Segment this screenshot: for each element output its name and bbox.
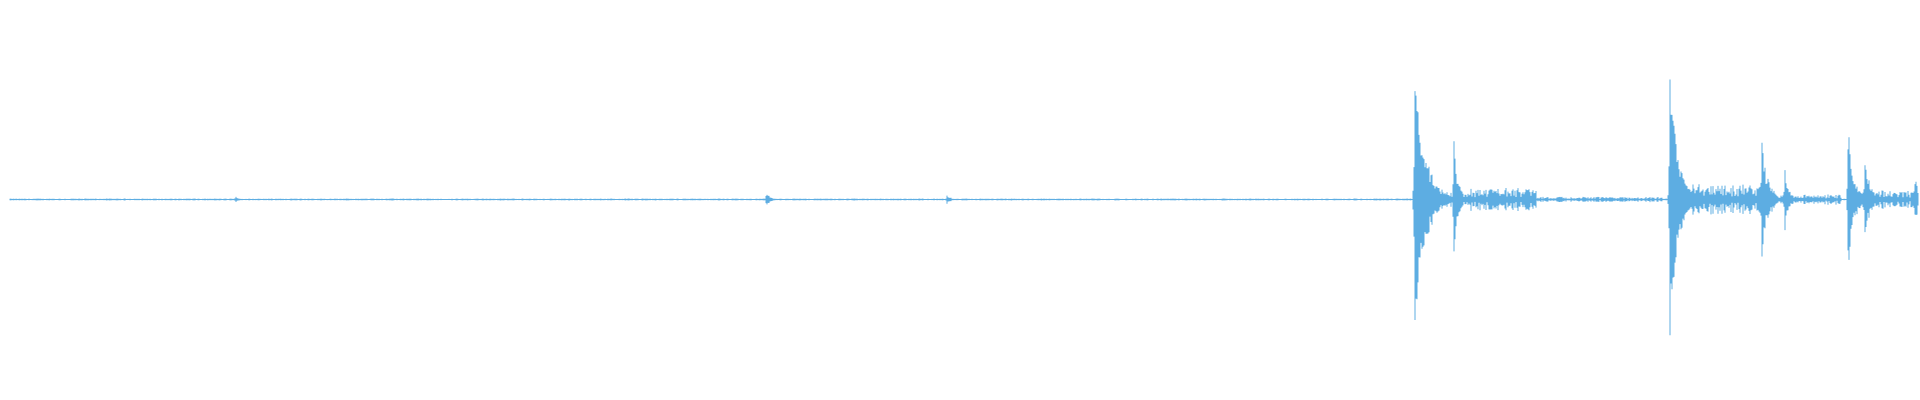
waveform-trace: [9, 79, 1919, 336]
